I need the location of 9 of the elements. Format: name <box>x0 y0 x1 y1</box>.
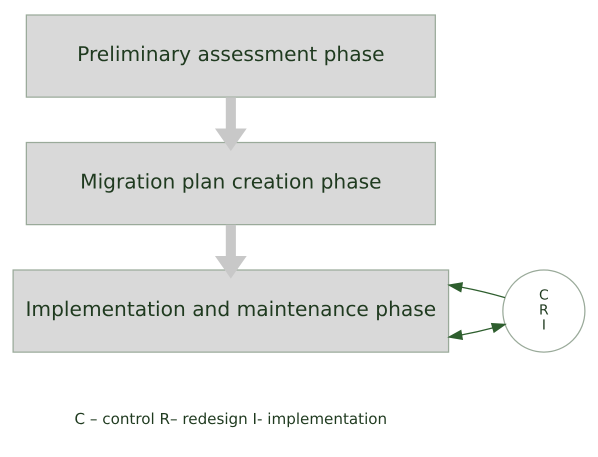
arrow <box>447 322 507 340</box>
node-box: Implementation and maintenance phase <box>12 268 450 352</box>
arrow <box>214 224 247 278</box>
node-box: Preliminary assessment phase <box>26 14 436 98</box>
label: C – control R– redesign I- implementation <box>74 410 388 428</box>
arrow <box>214 96 247 151</box>
arrow <box>447 282 506 298</box>
node-box: Migration plan creation phase <box>26 141 436 225</box>
node-circle: C R I <box>502 268 586 352</box>
